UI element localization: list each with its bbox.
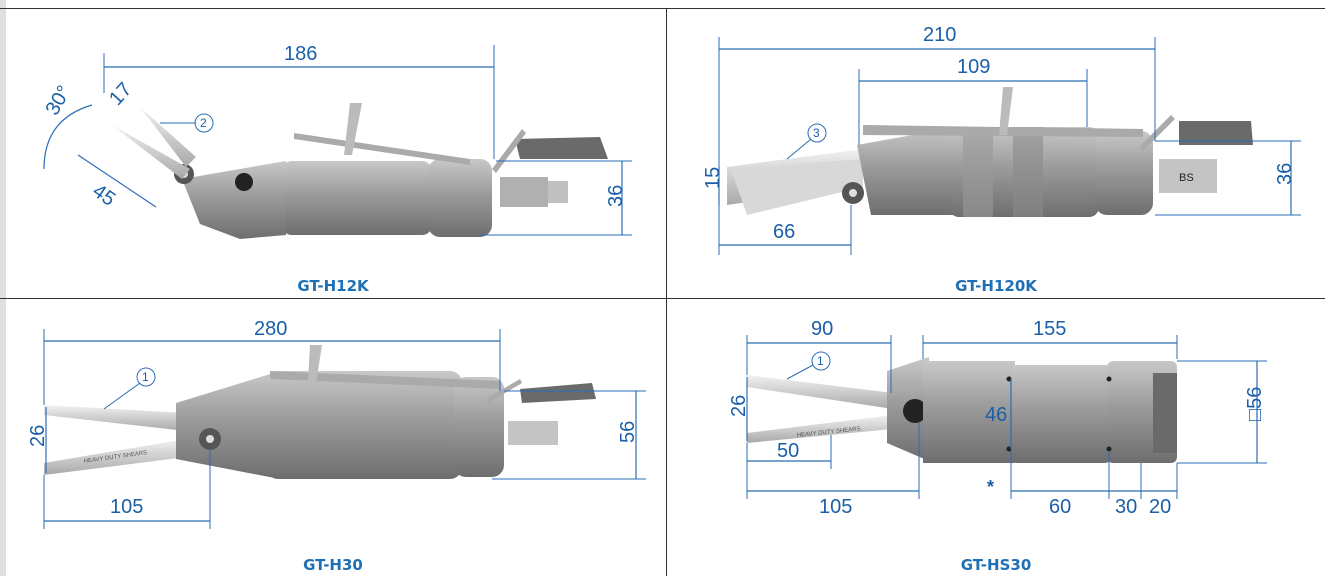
dim-155: 155: [1033, 318, 1066, 340]
tool-gt-hs30: HEAVY DUTY SHEARS: [747, 357, 1177, 463]
dim-26: 26: [27, 425, 49, 447]
drawing-gt-h12k: 2 186 30° 17 45 36: [41, 43, 632, 239]
dim-angle: 30°: [41, 82, 75, 119]
dim-36: 36: [1274, 163, 1296, 185]
drawing-gt-h30: HEAVY DUTY SHEARS 1 280 26 105: [27, 318, 646, 529]
caption-gt-h12k: GT-H12K: [297, 277, 369, 295]
caption-gt-h30: GT-H30: [303, 556, 363, 574]
panel-gt-hs30: HEAVY DUTY SHEARS 1 90 155 26 46: [667, 299, 1325, 576]
panel-gt-h120k: BS 3 210 109 15 66 36 GT-H120K: [667, 9, 1325, 298]
panel-gt-h12k: 2 186 30° 17 45 36 GT-H12K: [0, 9, 666, 298]
tool-gt-h120k: BS: [727, 87, 1253, 217]
dim-30: 30: [1115, 496, 1137, 518]
dim-186: 186: [284, 43, 317, 65]
dim-105: 105: [110, 496, 143, 518]
dim-60: 60: [1049, 496, 1071, 518]
callout-1: 1: [817, 354, 824, 368]
drawing-gt-hs30: HEAVY DUTY SHEARS 1 90 155 26 46: [728, 318, 1267, 518]
panel-gt-h30: HEAVY DUTY SHEARS 1 280 26 105: [0, 299, 666, 576]
dim-56: 56: [617, 421, 639, 443]
dim-66: 66: [773, 221, 795, 243]
callout-3: 3: [813, 126, 820, 140]
divider-top: [0, 8, 1325, 9]
divider-middle: [0, 298, 1325, 299]
dim-50: 50: [777, 440, 799, 462]
caption-gt-hs30: GT-HS30: [960, 556, 1032, 574]
dim-46: 46: [985, 404, 1007, 426]
divider-vertical: [666, 8, 667, 576]
dim-90: 90: [811, 318, 833, 340]
dim-36: 36: [605, 185, 627, 207]
callout-2: 2: [200, 116, 207, 130]
tool-gt-h30: HEAVY DUTY SHEARS: [44, 345, 596, 479]
drawing-gt-h120k: BS 3 210 109 15 66 36: [702, 24, 1301, 255]
dim-210: 210: [923, 24, 956, 46]
dim-109: 109: [957, 56, 990, 78]
callout-1: 1: [142, 370, 149, 384]
dim-26: 26: [728, 395, 750, 417]
note-asterisk: *: [987, 477, 994, 497]
dim-280: 280: [254, 318, 287, 340]
dim-20: 20: [1149, 496, 1171, 518]
valve-label: BS: [1179, 172, 1194, 184]
caption-gt-h120k: GT-H120K: [955, 277, 1037, 295]
tool-gt-h12k: [112, 103, 608, 239]
dim-square-56: □56: [1244, 387, 1266, 421]
dim-105: 105: [819, 496, 852, 518]
dim-17: 17: [105, 79, 136, 110]
dim-15: 15: [702, 167, 724, 189]
dim-45: 45: [88, 180, 119, 211]
left-margin-bar: [0, 0, 6, 576]
